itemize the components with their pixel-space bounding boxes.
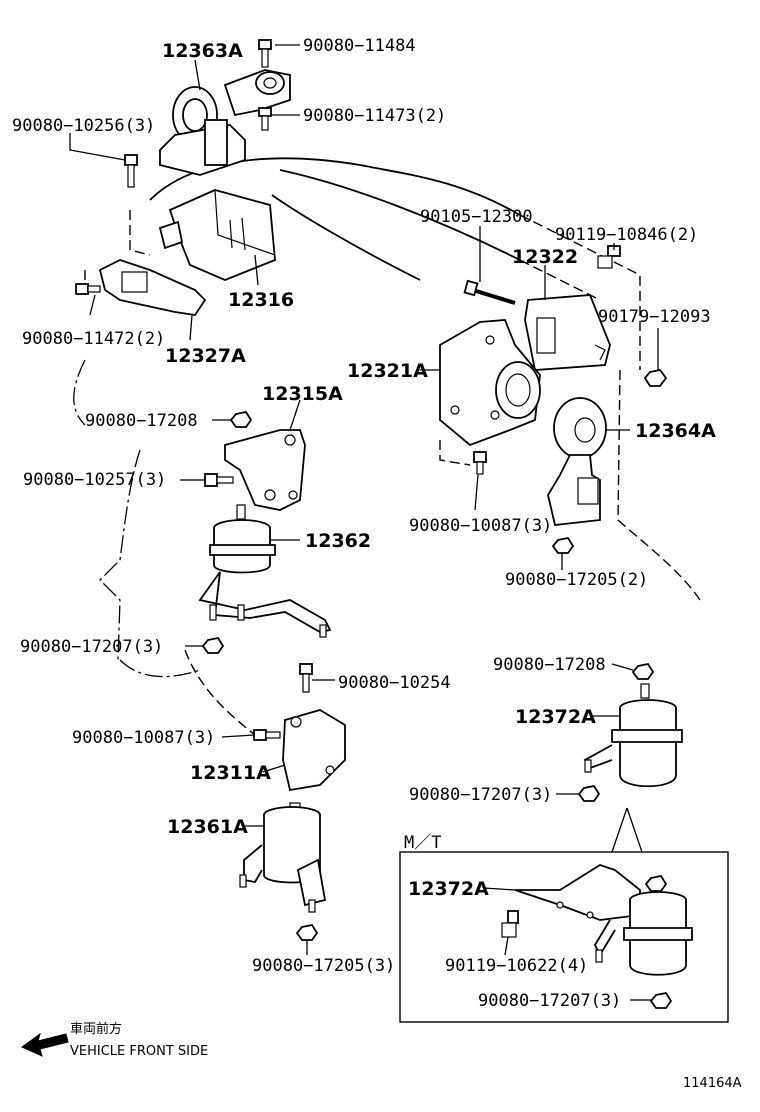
part-12363A-upper-mount[interactable] xyxy=(159,69,291,176)
label-12321A[interactable]: 12321A xyxy=(347,360,428,382)
leader-lines xyxy=(69,44,659,1001)
part-12322-plate[interactable] xyxy=(524,294,611,371)
bolt-90119-10846[interactable] xyxy=(597,245,621,269)
part-12362-mount[interactable] xyxy=(198,504,332,638)
bolt-90080-11473[interactable] xyxy=(258,107,272,131)
label-90080-10087-b[interactable]: 90080−10087(3) xyxy=(72,728,215,748)
label-90080-17208-a[interactable]: 90080−17208 xyxy=(85,411,198,431)
part-labels: 12363A 90080−11484 90080−10256(3) 90080−… xyxy=(12,36,716,976)
inset-title-mt: M／T xyxy=(404,833,441,853)
part-12372A-mt-mount[interactable] xyxy=(514,864,693,976)
vehicle-front-legend: 車両前方 VEHICLE FRONT SIDE xyxy=(21,1021,208,1059)
label-12311A[interactable]: 12311A xyxy=(190,762,271,784)
bolt-90080-10256[interactable] xyxy=(124,154,138,188)
label-90080-11472[interactable]: 90080−11472(2) xyxy=(22,329,165,349)
nut-90080-17207-a[interactable] xyxy=(201,636,225,654)
bolt-90080-10257[interactable] xyxy=(204,473,234,487)
part-12316-bracket[interactable] xyxy=(158,189,276,281)
label-90080-10257[interactable]: 90080−10257(3) xyxy=(23,470,166,490)
label-12372A[interactable]: 12372A xyxy=(515,706,596,728)
engine-outline xyxy=(73,157,701,736)
bolt-90080-11484[interactable] xyxy=(258,39,272,68)
bolt-90105-12300[interactable] xyxy=(463,279,516,305)
label-12372A-mt[interactable]: 12372A xyxy=(408,878,489,900)
label-90080-17205-b[interactable]: 90080−17205(3) xyxy=(252,956,395,976)
label-90080-10087-a[interactable]: 90080−10087(3) xyxy=(409,516,552,536)
nut-90080-17207-b[interactable] xyxy=(577,784,601,802)
label-12315A[interactable]: 12315A xyxy=(262,383,343,405)
part-12311A-bracket[interactable] xyxy=(282,709,346,792)
label-90080-17207-mt[interactable]: 90080−17207(3) xyxy=(478,991,621,1011)
inset-mt xyxy=(399,807,729,1023)
label-12361A[interactable]: 12361A xyxy=(167,816,248,838)
label-90080-11473[interactable]: 90080−11473(2) xyxy=(303,106,446,126)
label-90105-12300[interactable]: 90105−12300 xyxy=(420,207,533,227)
label-90080-17208-b[interactable]: 90080−17208 xyxy=(493,655,606,675)
label-90179-12093[interactable]: 90179−12093 xyxy=(598,307,711,327)
bolt-90080-10087-a[interactable] xyxy=(473,451,487,475)
bolt-90080-10254[interactable] xyxy=(299,663,313,693)
inset-labels: M／T 12372A 90119−10622(4) 90080−17207(3) xyxy=(404,833,621,1011)
label-90119-10846[interactable]: 90119−10846(2) xyxy=(555,225,698,245)
nut-90080-17208-a[interactable] xyxy=(229,410,253,428)
nut-90080-17207-mt[interactable] xyxy=(649,991,673,1009)
diagram-code: 114164A xyxy=(683,1076,742,1091)
legend-english: VEHICLE FRONT SIDE xyxy=(70,1044,208,1059)
part-12315A-bracket[interactable] xyxy=(224,429,306,511)
label-12364A[interactable]: 12364A xyxy=(635,420,716,442)
label-90080-10254[interactable]: 90080−10254 xyxy=(338,673,451,693)
part-12372A-mount[interactable] xyxy=(583,662,683,788)
label-12316[interactable]: 12316 xyxy=(228,289,294,311)
label-90080-17207-a[interactable]: 90080−17207(3) xyxy=(20,637,163,657)
legend-japanese: 車両前方 xyxy=(70,1021,122,1037)
bolt-90080-11472[interactable] xyxy=(75,283,101,295)
part-12361A-mount[interactable] xyxy=(239,802,327,913)
nut-90080-17205-b[interactable] xyxy=(295,923,319,941)
part-12364A-mount[interactable] xyxy=(547,397,607,526)
label-90080-10256[interactable]: 90080−10256(3) xyxy=(12,116,155,136)
label-12322[interactable]: 12322 xyxy=(512,246,578,268)
label-12327A[interactable]: 12327A xyxy=(165,345,246,367)
label-90080-11484[interactable]: 90080−11484 xyxy=(303,36,416,56)
label-90080-17207-b[interactable]: 90080−17207(3) xyxy=(409,785,552,805)
label-12363A[interactable]: 12363A xyxy=(162,40,243,62)
bolt-90119-10622[interactable] xyxy=(501,910,519,938)
part-12321A-bracket[interactable] xyxy=(439,319,541,447)
nut-90179-12093[interactable] xyxy=(643,369,668,387)
front-arrow-icon xyxy=(21,1032,69,1057)
part-12327A-bracket[interactable] xyxy=(98,259,207,316)
label-90119-10622[interactable]: 90119−10622(4) xyxy=(445,956,588,976)
bolt-90080-10087-b[interactable] xyxy=(253,729,281,741)
nut-90080-17205-a[interactable] xyxy=(551,536,575,554)
label-90080-17205-a[interactable]: 90080−17205(2) xyxy=(505,570,648,590)
label-12362[interactable]: 12362 xyxy=(305,530,371,552)
